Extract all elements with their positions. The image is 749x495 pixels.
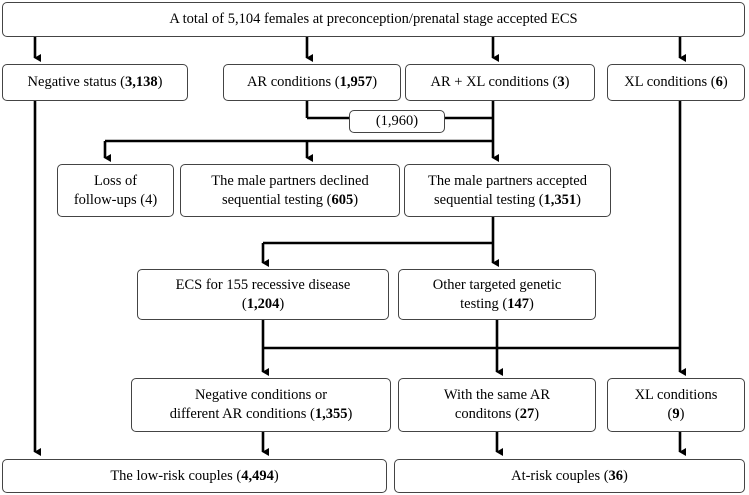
node-line: The low-risk couples (4,494) — [110, 467, 278, 486]
partners-declined-node: The male partners declined sequential tes… — [180, 164, 400, 217]
partners-accepted-node: The male partners accepted sequential tes… — [404, 164, 611, 217]
node-line: Other targeted genetic — [433, 276, 562, 295]
node-line: AR conditions (1,957) — [247, 73, 377, 92]
node-text: The male partners accepted — [427, 172, 587, 189]
node-text-end: ) — [273, 467, 279, 484]
node-line: (1,960) — [376, 112, 418, 131]
node-text: ECS for 155 recessive disease — [175, 276, 351, 293]
node-line: different AR conditions (1,355) — [170, 405, 353, 424]
node-text-end: ) — [534, 406, 540, 422]
node-text: testing ( — [460, 295, 508, 312]
node-count: 3 — [557, 74, 565, 90]
node-count: 27 — [519, 406, 535, 422]
node-line: Negative status (3,138) — [28, 73, 163, 92]
node-text: Negative status ( — [27, 74, 125, 90]
node-line: Negative conditions or — [195, 386, 327, 405]
node-count: 1,355 — [314, 406, 348, 422]
node-line: At-risk couples (36) — [511, 467, 628, 486]
node-line: ECS for 155 recessive disease — [176, 276, 351, 295]
node-line: The male partners declined — [211, 172, 368, 191]
node-line: The male partners accepted — [428, 172, 587, 191]
node-text: XL conditions — [634, 387, 718, 403]
negative-or-different-node: Negative conditions or different AR condi… — [131, 378, 391, 432]
node-line: testing (147) — [460, 295, 534, 314]
node-count: 1,957 — [339, 74, 373, 90]
node-count: 4,494 — [241, 467, 274, 484]
node-text: A total of 5,104 females at preconceptio… — [169, 11, 578, 27]
node-text-end: ) — [279, 295, 285, 312]
node-line: AR + XL conditions (3) — [431, 73, 570, 92]
node-line: follow-ups (4) — [74, 191, 157, 210]
negative-status-node: Negative status (3,138) — [2, 64, 188, 101]
node-text-end: ) — [623, 467, 628, 484]
node-text: different AR conditions ( — [169, 406, 315, 422]
node-text: sequential testing ( — [434, 191, 544, 208]
node-count: 147 — [507, 295, 530, 312]
node-count: 9 — [672, 406, 680, 422]
node-line: XL conditions (6) — [624, 73, 727, 92]
ar-xl-conditions-node: AR + XL conditions (3) — [405, 64, 595, 101]
node-count: 3,138 — [124, 74, 158, 90]
loss-of-followup-node: Loss of follow-ups (4) — [57, 164, 174, 217]
node-text-end: ) — [157, 74, 163, 90]
same-ar-node: With the same AR conditons (27) — [398, 378, 596, 432]
xl-conditions-node: XL conditions (6) — [607, 64, 745, 101]
node-count: 605 — [331, 191, 354, 208]
node-line: With the same AR — [444, 386, 550, 405]
ar-conditions-node: AR conditions (1,957) — [223, 64, 401, 101]
node-line: sequential testing (605) — [222, 191, 358, 210]
node-text-end: ) — [529, 295, 534, 312]
node-text: AR conditions ( — [246, 74, 340, 90]
node-line: sequential testing (1,351) — [434, 191, 581, 210]
node-count: 36 — [608, 467, 624, 484]
node-text-end: ) — [353, 191, 359, 208]
node-line: A total of 5,104 females at preconceptio… — [169, 10, 577, 29]
node-text: (1,960) — [375, 113, 419, 129]
node-text: sequential testing ( — [221, 191, 332, 208]
combined-count-node: (1,960) — [349, 110, 445, 133]
node-text-end: ) — [722, 74, 728, 90]
node-line: (9) — [668, 405, 685, 424]
node-text: AR + XL conditions ( — [430, 74, 558, 90]
node-line: conditons (27) — [455, 405, 539, 424]
node-text-end: ) — [347, 406, 353, 422]
node-text: Other targeted genetic — [432, 276, 562, 293]
node-text: The male partners declined — [211, 172, 369, 189]
node-text: follow-ups (4) — [73, 191, 158, 208]
node-text-end: ) — [372, 74, 378, 90]
node-line: (1,204) — [242, 295, 284, 314]
node-text: The low-risk couples ( — [110, 467, 242, 484]
node-count: 1,351 — [543, 191, 577, 208]
node-text: XL conditions ( — [624, 74, 716, 90]
at-risk-node: At-risk couples (36) — [394, 459, 745, 493]
node-line: Loss of — [94, 172, 137, 191]
node-count: 6 — [715, 74, 723, 90]
ecs155-node: ECS for 155 recessive disease (1,204) — [137, 269, 389, 320]
node-count: 1,204 — [246, 295, 280, 312]
node-text: ( — [667, 406, 673, 422]
node-text-end: ) — [564, 74, 570, 90]
node-text-end: ) — [576, 191, 581, 208]
node-line: XL conditions — [635, 386, 718, 405]
node-text: ( — [241, 295, 247, 312]
other-testing-node: Other targeted genetic testing (147) — [398, 269, 596, 320]
low-risk-node: The low-risk couples (4,494) — [2, 459, 387, 493]
node-text-end: ) — [679, 406, 685, 422]
node-text: Negative conditions or — [194, 387, 328, 403]
xl9-node: XL conditions (9) — [607, 378, 745, 432]
top-node: A total of 5,104 females at preconceptio… — [2, 2, 745, 37]
node-text: At-risk couples ( — [511, 467, 609, 484]
node-text: conditons ( — [454, 406, 520, 422]
node-text: With the same AR — [443, 387, 551, 403]
node-text: Loss of — [93, 172, 138, 189]
